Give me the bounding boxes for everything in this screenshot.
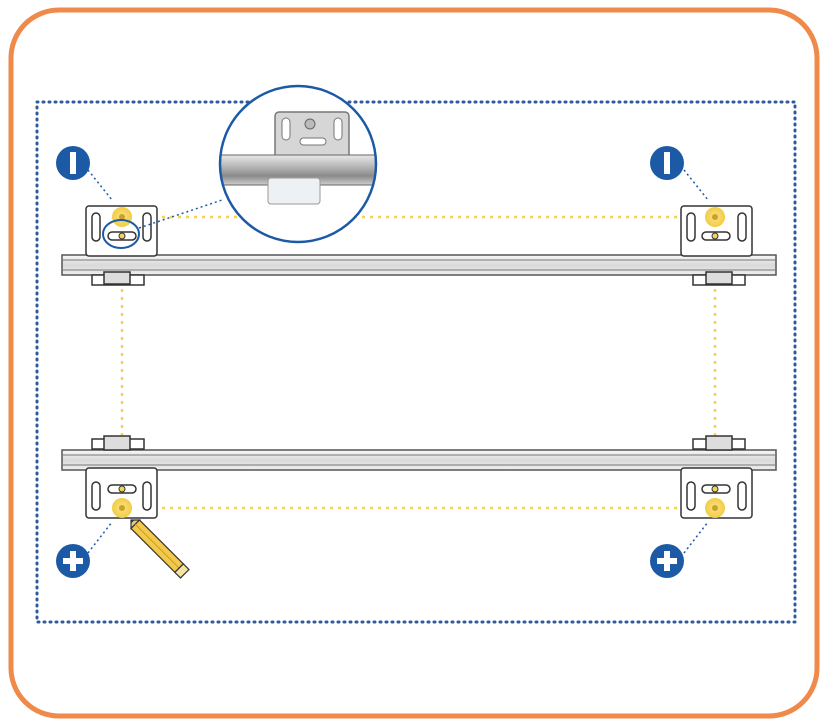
outer-frame <box>8 7 820 719</box>
bracket-bottom-right <box>680 435 753 519</box>
bracket-top-right <box>680 205 753 286</box>
detail-highlight-ring <box>102 219 140 249</box>
bracket-top-left <box>85 205 158 286</box>
pencil-icon <box>130 519 190 579</box>
magnified-bracket-detail-icon <box>218 84 378 244</box>
badge-leader-lines <box>87 169 709 554</box>
minus-badge-top-right <box>650 146 684 180</box>
mounting-point-marker-icon <box>112 207 725 518</box>
top-rail <box>61 254 777 276</box>
plus-badge-bottom-right <box>650 544 684 578</box>
wall-outline-dotted <box>35 100 797 624</box>
minus-badge-top-left <box>56 146 90 180</box>
bottom-rail <box>61 449 777 471</box>
plus-badge-bottom-left <box>56 544 90 578</box>
